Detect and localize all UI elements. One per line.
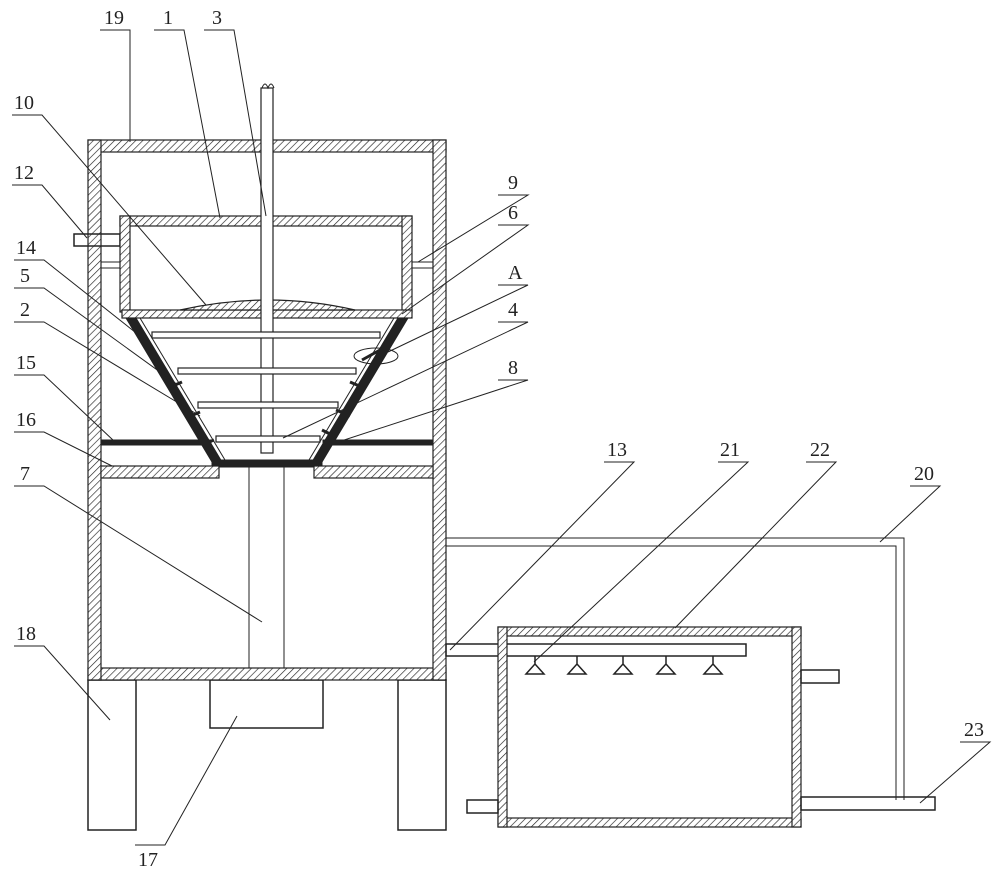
return-pipe [446, 537, 905, 800]
label-20: 20 [914, 463, 934, 485]
spray-pipe [445, 643, 747, 675]
label-19: 19 [104, 7, 124, 29]
callout-labels: 19 1 3 10 12 9 6 14 5 A 2 4 15 8 16 7 13… [14, 7, 984, 871]
label-12: 12 [14, 162, 34, 184]
label-14: 14 [16, 237, 36, 259]
label-6: 6 [508, 202, 518, 224]
water-tank [497, 626, 802, 828]
detail-a-marker [353, 347, 399, 365]
tank-pipes [466, 669, 936, 814]
leader-lines [12, 29, 992, 846]
mount-brackets [101, 261, 433, 269]
main-housing [87, 139, 447, 681]
label-7: 7 [20, 463, 30, 485]
label-18: 18 [16, 623, 36, 645]
support-legs [87, 679, 447, 831]
label-23: 23 [964, 719, 984, 741]
conical-tank [125, 317, 409, 468]
label-9: 9 [508, 172, 518, 194]
label-13: 13 [607, 439, 627, 461]
label-17: 17 [138, 849, 158, 871]
label-2: 2 [20, 299, 30, 321]
partition-plates [100, 439, 434, 479]
label-21: 21 [720, 439, 740, 461]
label-4: 4 [508, 299, 518, 321]
label-5: 5 [20, 265, 30, 287]
label-1: 1 [163, 7, 173, 29]
stirring-shaft [151, 83, 381, 454]
label-8: 8 [508, 357, 518, 379]
label-3: 3 [212, 7, 222, 29]
support-column [248, 467, 285, 668]
label-16: 16 [16, 409, 36, 431]
label-10: 10 [14, 92, 34, 114]
discharge-box [209, 679, 324, 729]
label-15: 15 [16, 352, 36, 374]
label-A: A [508, 262, 523, 284]
label-22: 22 [810, 439, 830, 461]
